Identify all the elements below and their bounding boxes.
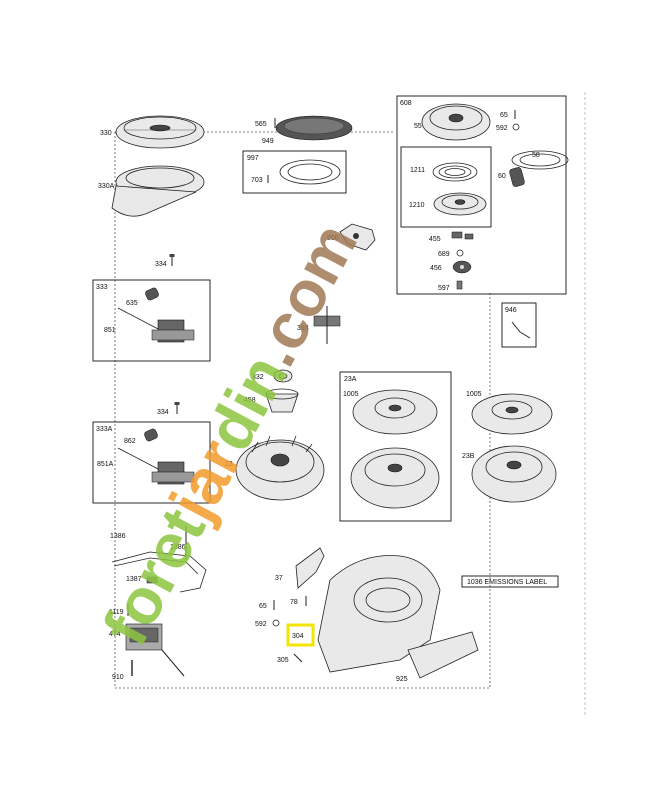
label-925: 925 [396, 676, 408, 683]
label-1005-right: 1005 [466, 391, 482, 398]
label-635: 635 [126, 300, 138, 307]
flywheel-23B [471, 445, 557, 503]
screw-334-top [169, 254, 175, 266]
flywheel-23 [235, 435, 325, 501]
label-851: 851 [104, 327, 116, 334]
box-333-label: 333 [96, 284, 108, 291]
blower-housing-304 [317, 555, 441, 673]
label-1005-left: 1005 [343, 391, 359, 398]
box-23A-label: 23A [344, 376, 357, 383]
spring-1387 [146, 576, 158, 584]
label-851A: 851A [97, 461, 114, 468]
box-23A [339, 371, 452, 522]
label-55: 55 [414, 123, 422, 130]
label-1386-right: 1386 [170, 544, 186, 551]
box-spring-inner [400, 146, 492, 228]
screw-334-mid [174, 402, 180, 414]
label-334-mid: 334 [157, 409, 169, 416]
clip-946 [511, 321, 531, 339]
screw-597 [456, 280, 463, 290]
label-23B: 23B [462, 453, 475, 460]
starter-housing-55 [421, 103, 491, 141]
nut-332 [273, 369, 293, 383]
label-65-top: 65 [500, 112, 508, 119]
blower-cover-330A [111, 165, 205, 217]
label-332: 332 [252, 374, 264, 381]
label-393: 393 [297, 325, 309, 332]
flywheel-23A [350, 447, 440, 509]
label-565: 565 [255, 121, 267, 128]
label-862: 862 [124, 438, 136, 445]
label-334-top: 334 [155, 261, 167, 268]
spring-58 [511, 150, 569, 170]
box-997-label: 997 [247, 155, 259, 162]
box-946 [501, 302, 537, 348]
label-78: 78 [290, 599, 298, 606]
label-1387: 1387 [126, 576, 142, 583]
rewind-guard-330 [115, 115, 205, 149]
label-474: 474 [109, 631, 121, 638]
baffle-37 [295, 547, 325, 589]
box-333A-label: 333A [96, 426, 113, 433]
retainer-456 [452, 260, 472, 274]
label-592-bottom: 592 [255, 621, 267, 628]
box-946-label: 946 [505, 307, 517, 314]
fan-1005-left [352, 389, 438, 435]
bracket-800 [339, 223, 376, 251]
label-1210: 1210 [409, 202, 425, 209]
label-304: 304 [292, 633, 304, 640]
screw-305 [293, 653, 303, 663]
gasket-997 [279, 159, 341, 185]
label-60: 60 [498, 173, 506, 180]
box-608 [396, 95, 567, 295]
washer-689 [456, 249, 464, 257]
box-997 [242, 150, 347, 194]
label-1386-left: 1386 [110, 533, 126, 540]
governor-link-1386 [111, 526, 207, 593]
guard-925 [407, 631, 479, 679]
label-949: 949 [262, 138, 274, 145]
washer-592-bottom [272, 619, 280, 627]
screen-949 [275, 115, 353, 141]
washer-592-top [512, 123, 520, 131]
label-1119: 1119 [109, 609, 124, 616]
label-305: 305 [277, 657, 289, 664]
label-330A: 330A [98, 183, 115, 190]
highlight-304 [286, 623, 315, 647]
pawl-455 [451, 231, 474, 240]
cup-458 [265, 388, 299, 413]
label-37: 37 [275, 575, 283, 582]
label-23: 23 [225, 461, 233, 468]
label-456: 456 [430, 265, 442, 272]
label-689: 689 [438, 251, 450, 258]
label-597: 597 [438, 285, 450, 292]
box-333A [92, 421, 211, 504]
label-592-top: 592 [496, 125, 508, 132]
label-1036: 1036 EMISSIONS LABEL [467, 579, 547, 586]
bracket-393 [313, 306, 341, 344]
label-65-bottom: 65 [259, 603, 267, 610]
label-458: 458 [244, 397, 256, 404]
spring-1211 [432, 162, 478, 182]
label-703: 703 [251, 177, 263, 184]
label-1211: 1211 [410, 167, 425, 174]
label-330: 330 [100, 130, 112, 137]
label-910: 910 [112, 674, 124, 681]
spark-plug-boot-862 [144, 428, 158, 442]
handle-60 [509, 167, 525, 187]
pulley-1210 [433, 192, 487, 216]
box-333 [92, 279, 211, 362]
label-58: 58 [532, 152, 540, 159]
box-608-label: 608 [400, 100, 412, 107]
label-455: 455 [429, 236, 441, 243]
label-800: 800 [327, 235, 339, 242]
fan-1005-right [471, 393, 553, 435]
bracket-474 [125, 623, 185, 677]
spark-plug-boot-635 [145, 287, 159, 301]
ignition-coil-851A [117, 447, 195, 485]
emissions-label-box [461, 575, 559, 588]
ignition-coil-851 [117, 307, 195, 343]
